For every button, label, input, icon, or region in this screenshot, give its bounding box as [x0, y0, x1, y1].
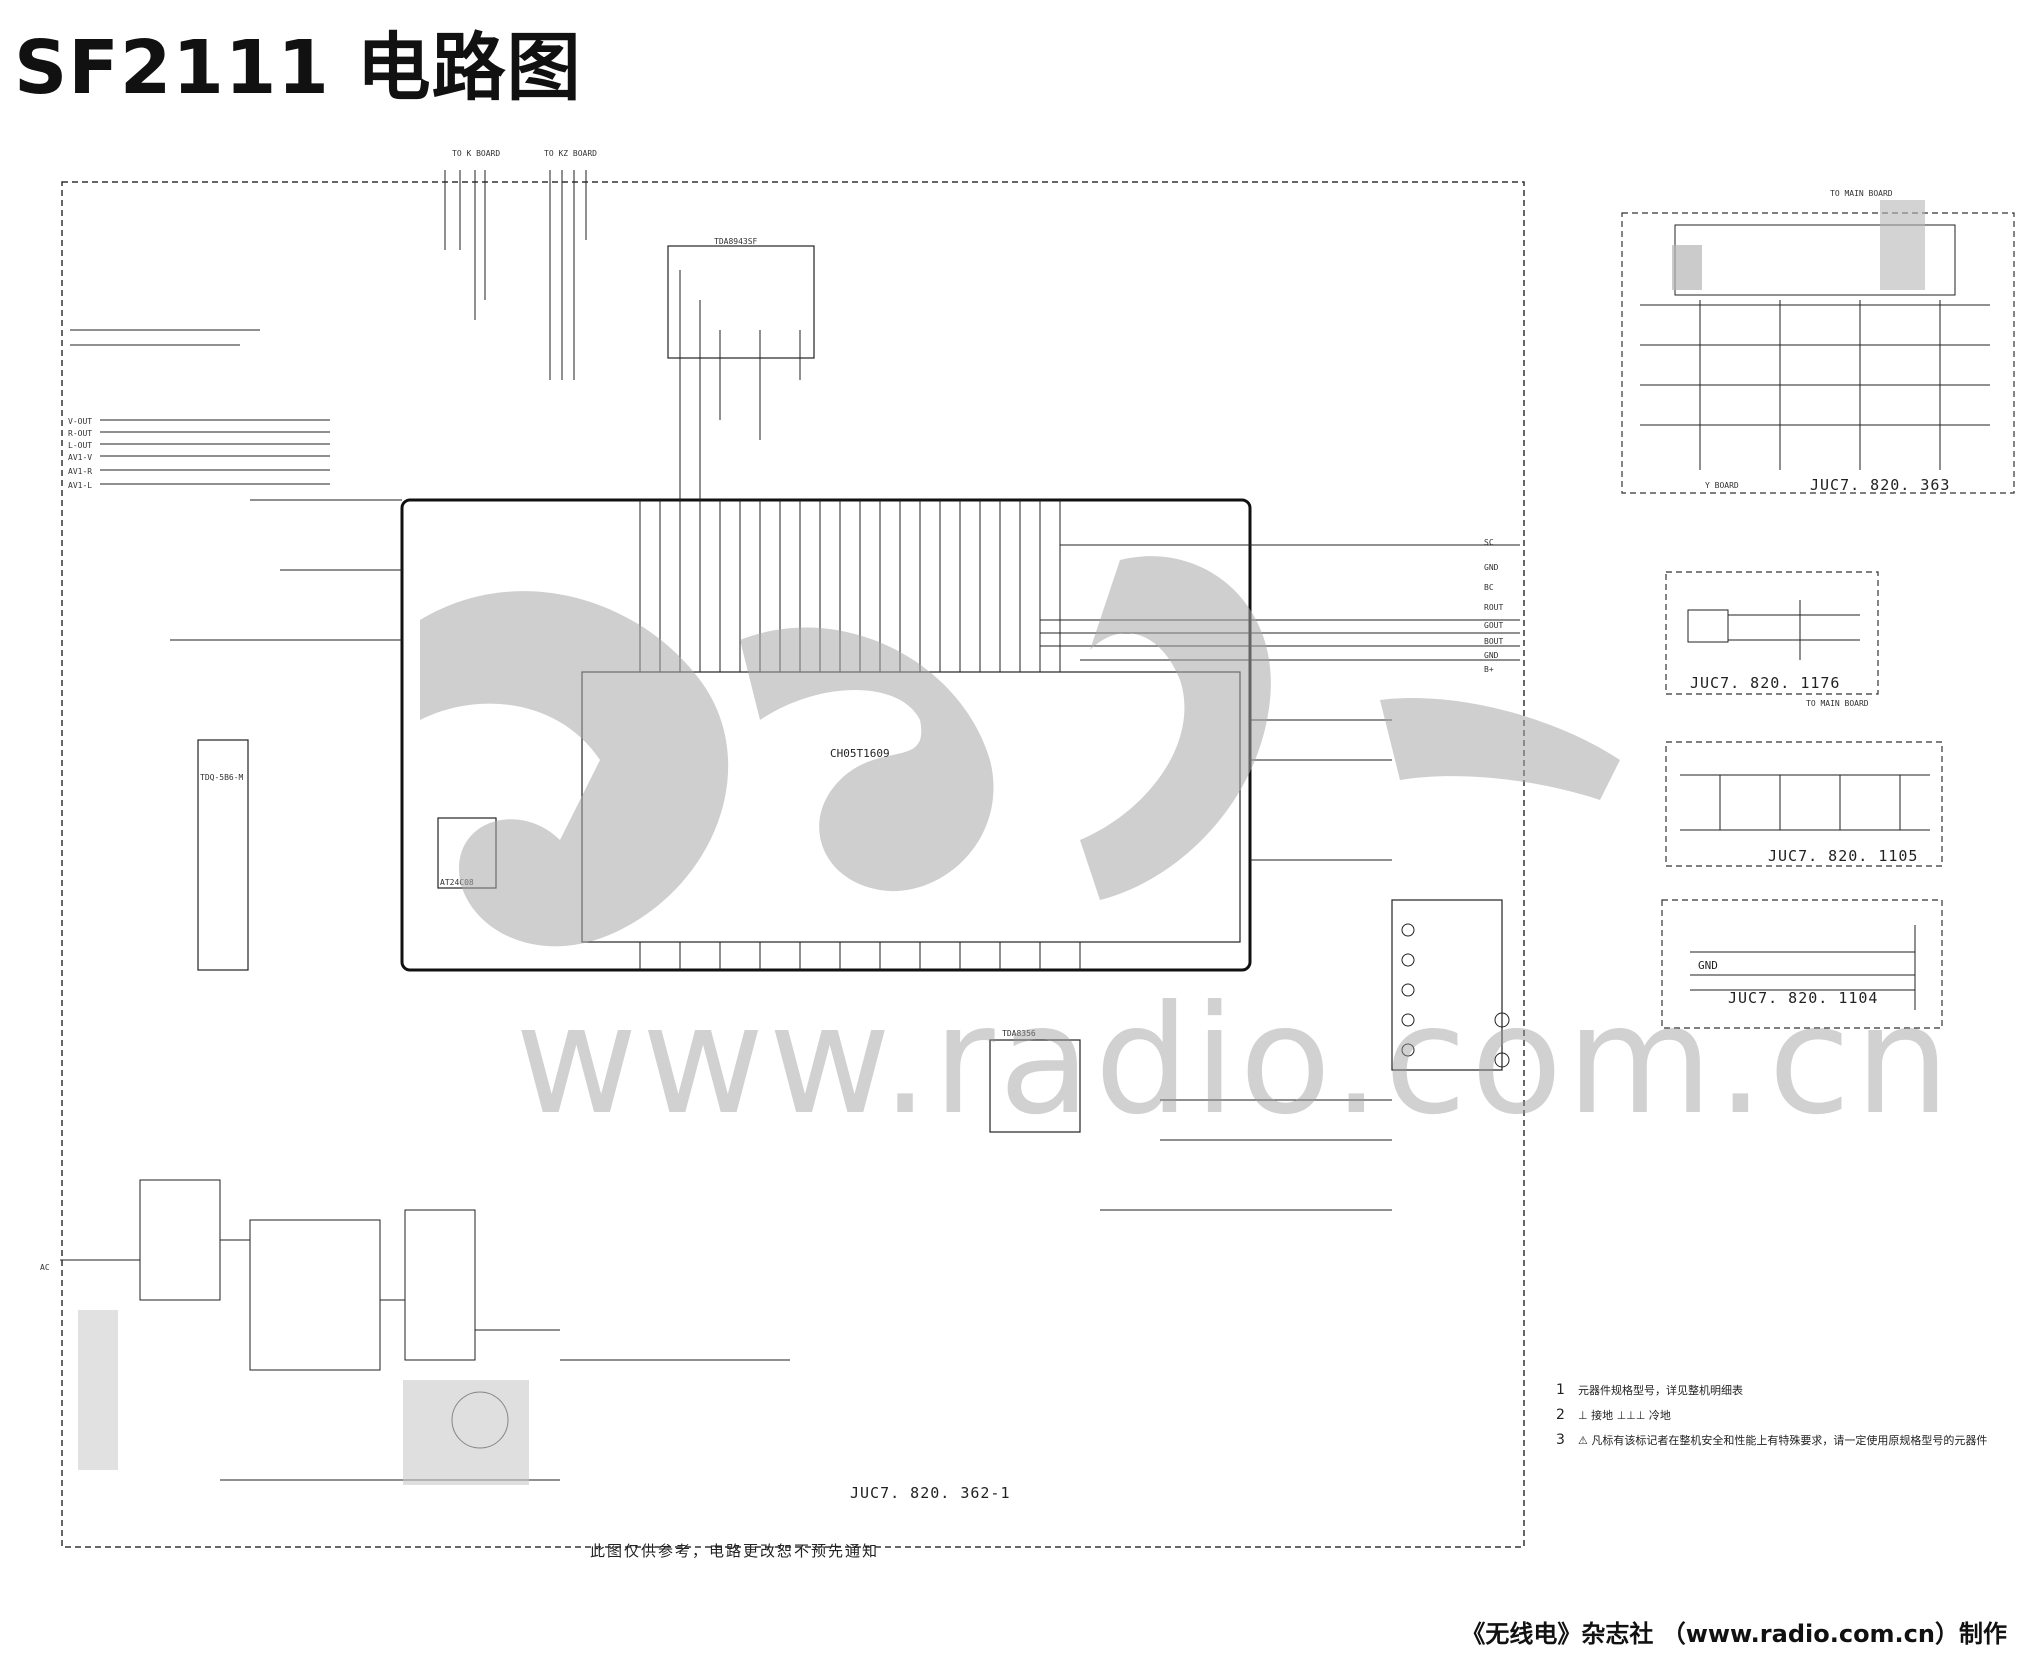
- note-item: 3⚠ 凡标有该标记者在整机安全和性能上有特殊要求，请一定使用原规格型号的元器件: [1556, 1432, 1988, 1448]
- board-1104-outline: [1661, 899, 1943, 1029]
- ic-top-pins: [639, 500, 1061, 672]
- tuner-label: TDQ-5B6-M: [200, 773, 244, 782]
- svg-text:GND: GND: [1484, 563, 1499, 572]
- svg-text:GOUT: GOUT: [1484, 621, 1503, 630]
- eeprom-label: AT24C08: [440, 878, 474, 887]
- svg-text:R-OUT: R-OUT: [68, 429, 92, 438]
- horiz-output-wiring: [1100, 719, 1392, 1211]
- to-kz-board-label: TO KZ BOARD: [544, 149, 597, 158]
- jungle-ic-block: [667, 245, 815, 359]
- svg-text:SC: SC: [1484, 538, 1494, 547]
- jungle-ic-label: TDA8943SF: [714, 237, 758, 246]
- y-board-name: Y BOARD: [1705, 481, 1739, 490]
- vertical-ic-label: TDA8356: [1002, 1029, 1036, 1038]
- svg-text:BOUT: BOUT: [1484, 637, 1503, 646]
- left-io-wiring: [70, 329, 402, 641]
- svg-text:B+: B+: [1484, 665, 1494, 674]
- vertical-ic-block: [989, 1039, 1081, 1133]
- bridge-rectifier-shade: [403, 1380, 529, 1485]
- av-io-labels: V-OUT R-OUT L-OUT AV1-V AV1-R AV1-L: [68, 417, 92, 490]
- svg-text:AV1-R: AV1-R: [68, 467, 92, 476]
- board-1104-gnd: GND: [1698, 959, 1718, 972]
- power-input-shade: [78, 1310, 118, 1470]
- svg-text:ROUT: ROUT: [1484, 603, 1503, 612]
- y-board-code: JUC7. 820. 363: [1810, 476, 1950, 494]
- board-1105-code: JUC7. 820. 1105: [1768, 847, 1918, 865]
- board-1176-code: JUC7. 820. 1176: [1690, 674, 1840, 692]
- svg-text:AV1-L: AV1-L: [68, 481, 92, 490]
- main-ic-label: CH05T1609: [830, 747, 890, 760]
- y-board-outline: [1621, 212, 2015, 494]
- svg-text:GND: GND: [1484, 651, 1499, 660]
- right-output-labels: SC GND BC ROUT GOUT BOUT GND B+: [1484, 538, 1503, 674]
- page-title: SF2111 电路图: [14, 25, 582, 111]
- main-board-outline: [61, 181, 1525, 1548]
- to-k-board-label: TO K BOARD: [452, 149, 500, 158]
- ac-input-label: AC: [40, 1263, 50, 1272]
- svg-text:L-OUT: L-OUT: [68, 441, 92, 450]
- tuner-block: [197, 739, 249, 971]
- y-board-shade: [1672, 245, 1702, 290]
- ic-bottom-pins: [639, 942, 1081, 970]
- y-board-wiring: [1640, 300, 1990, 470]
- y-board-to-main: TO MAIN BOARD: [1830, 189, 1893, 198]
- board-1104-code: JUC7. 820. 1104: [1728, 989, 1878, 1007]
- board-1176-outline: [1665, 571, 1879, 695]
- svg-text:V-OUT: V-OUT: [68, 417, 92, 426]
- main-board-label: JUC7. 820. 362-1: [850, 1484, 1011, 1502]
- power-supply-wiring: [60, 1179, 790, 1481]
- top-connectors: [444, 170, 587, 380]
- board-1176-to-main: TO MAIN BOARD: [1806, 699, 1869, 708]
- calligraphy-watermark: [420, 556, 1620, 947]
- svg-text:BC: BC: [1484, 583, 1494, 592]
- flyback-transformer: [1391, 899, 1503, 1071]
- publisher-credit: 《无线电》杂志社 （www.radio.com.cn）制作: [1461, 1620, 2007, 1648]
- disclaimer-text: 此图仅供参考，电路更改恕不预先通知: [590, 1542, 880, 1560]
- watermark-text: www.radio.com.cn: [515, 974, 1954, 1148]
- svg-text:AV1-V: AV1-V: [68, 453, 92, 462]
- note-item: 2⊥ 接地 ⊥⊥⊥ 冷地: [1556, 1407, 1671, 1423]
